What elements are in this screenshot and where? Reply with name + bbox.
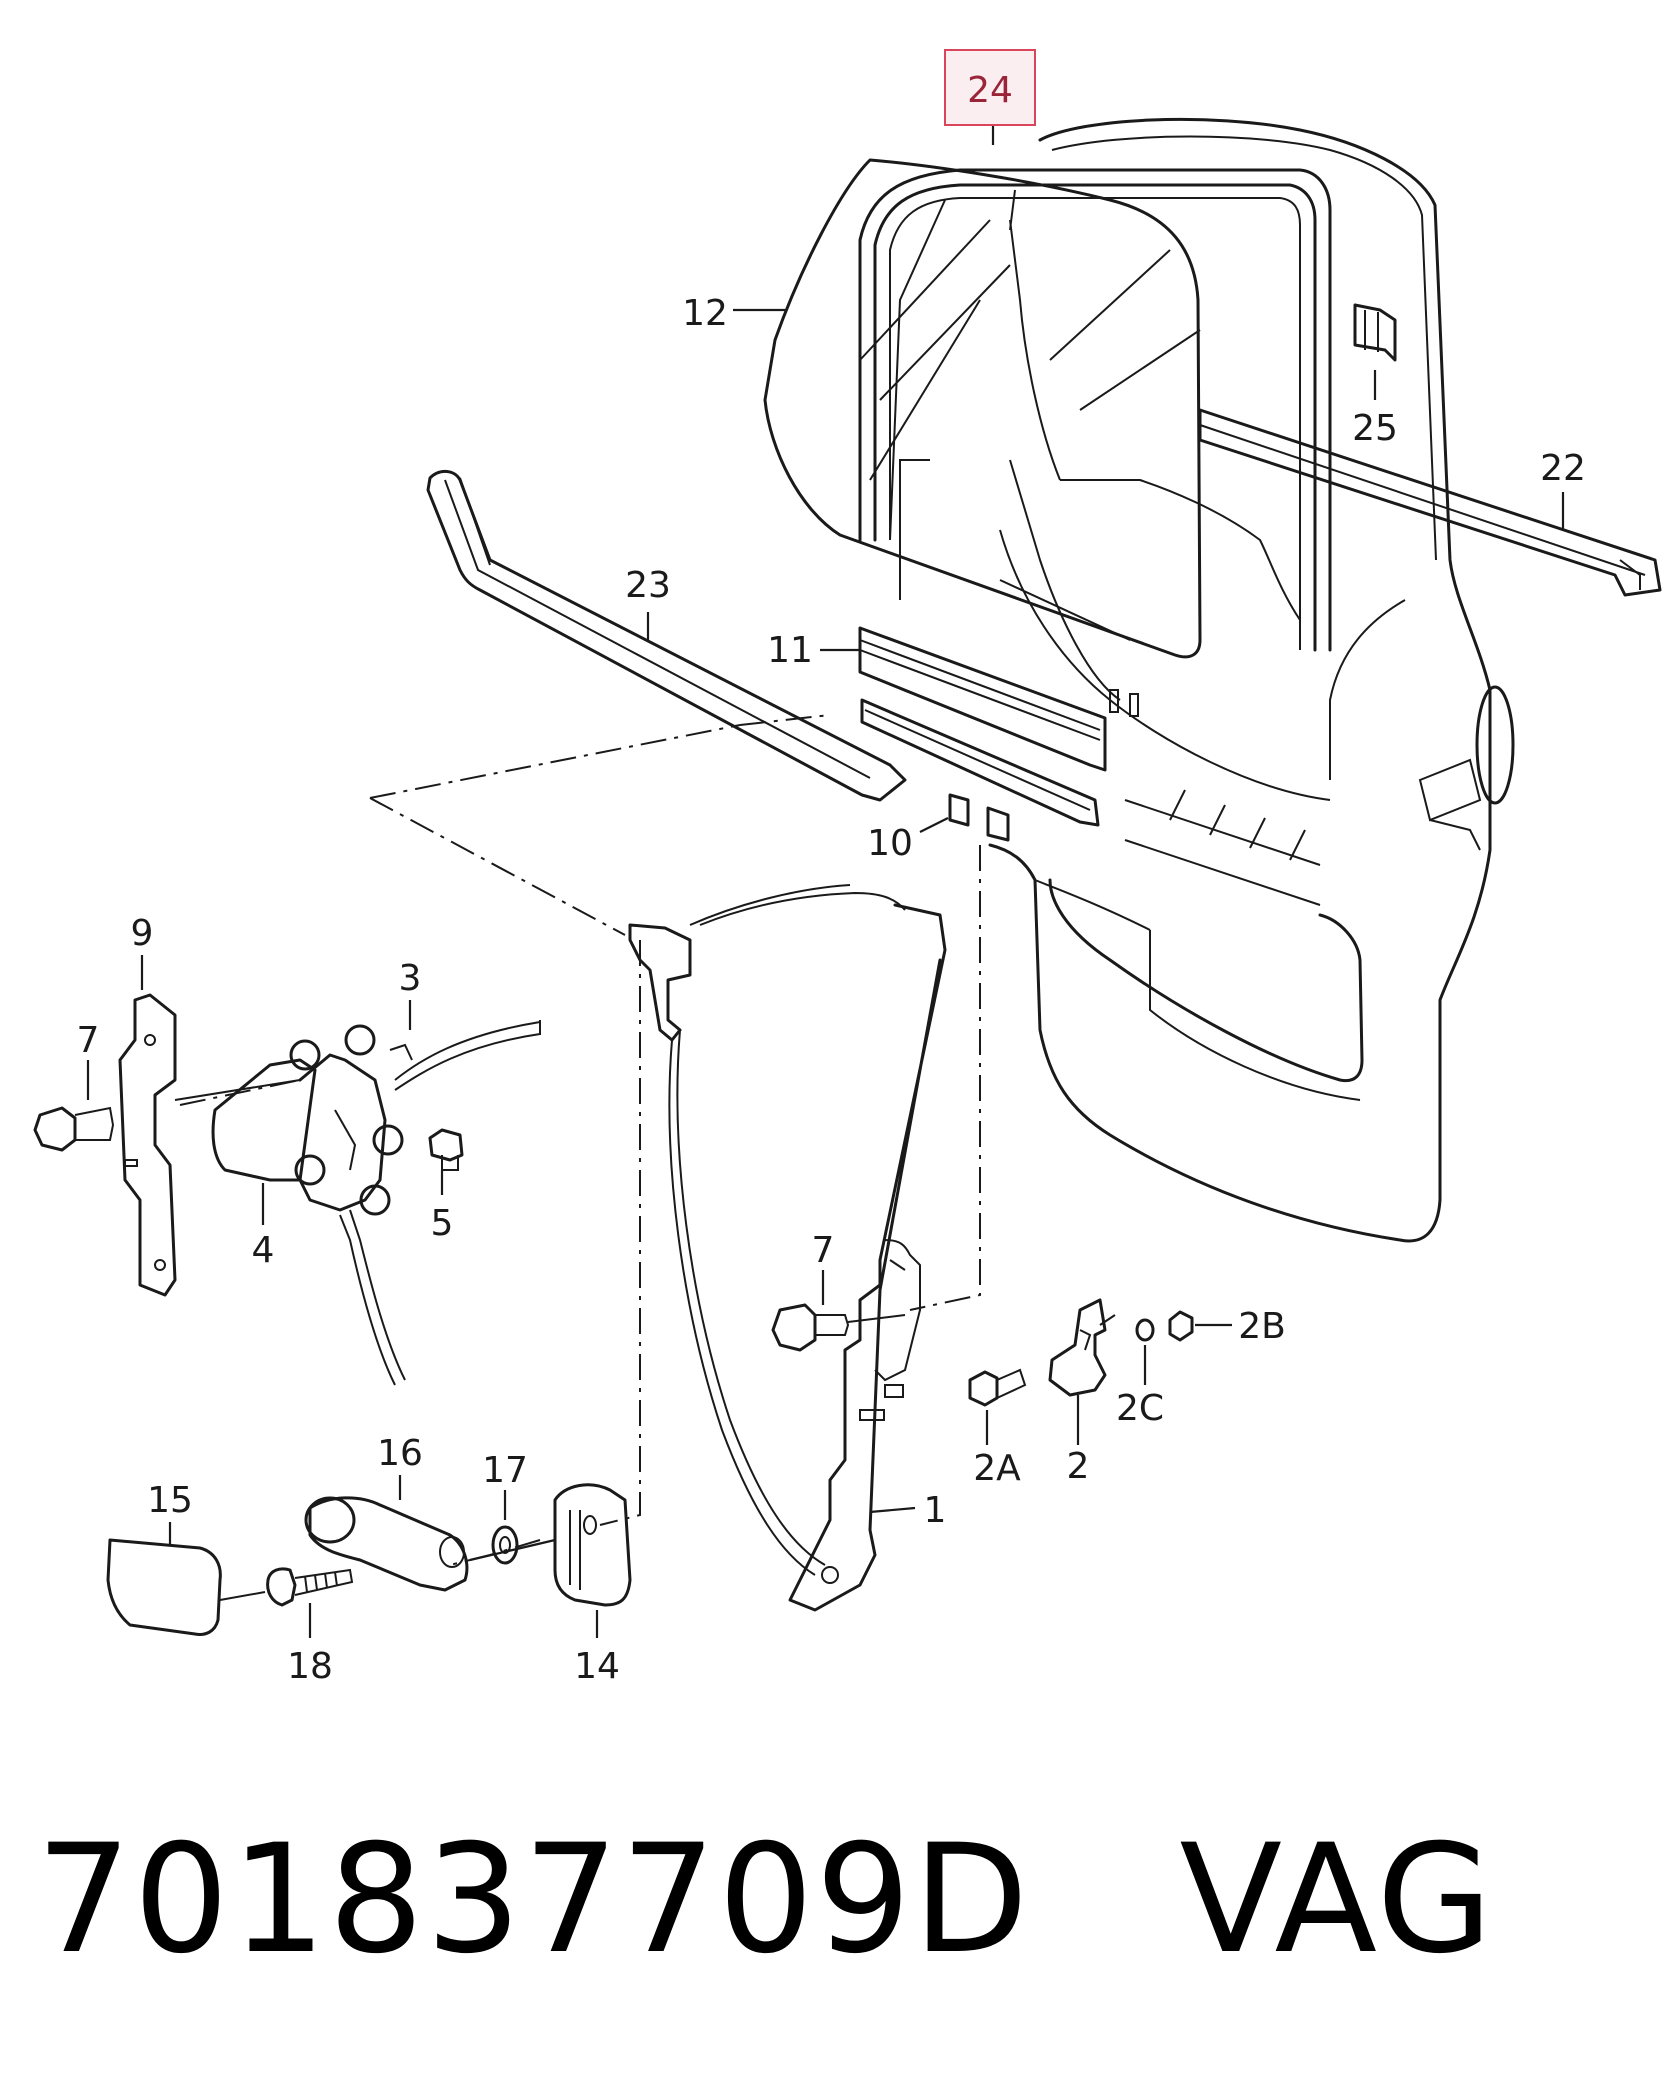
window-channel: [858, 168, 1332, 652]
label-2A: 2A: [973, 1448, 1021, 1489]
part-number-caption: 701837709D VAG: [36, 1825, 1495, 1975]
label-2C: 2C: [1116, 1388, 1164, 1429]
handle-axis-line: [469, 1538, 556, 1562]
washer-2C: [1135, 1318, 1155, 1342]
label-7-right: 7: [812, 1230, 835, 1271]
cover-15: [106, 1538, 266, 1636]
seal-strip-23: [426, 470, 907, 802]
label-10: 10: [867, 823, 913, 864]
label-24: 24: [967, 70, 1013, 111]
bolt-2A: [968, 1368, 1027, 1407]
label-4: 4: [252, 1230, 275, 1271]
bracket-2: [1048, 1298, 1116, 1397]
rail-22: [1198, 408, 1662, 597]
strip-11: [858, 626, 1107, 772]
brand-name: VAG: [1179, 1813, 1495, 1987]
bolt-5: [428, 1128, 464, 1171]
highlight-box-24: [944, 49, 1036, 126]
label-12: 12: [682, 293, 728, 334]
label-2B: 2B: [1238, 1306, 1286, 1347]
label-11: 11: [767, 630, 813, 671]
leader-lines: [86, 122, 1565, 1638]
label-1: 1: [924, 1490, 947, 1531]
label-2: 2: [1067, 1446, 1090, 1487]
nut-2B: [1168, 1310, 1194, 1342]
label-18: 18: [287, 1646, 333, 1687]
door-shell: [988, 117, 1515, 1243]
assembly-lines: [179, 714, 981, 1566]
label-9: 9: [131, 913, 154, 954]
label-15: 15: [147, 1480, 193, 1521]
strip-lower: [860, 698, 1100, 827]
spacer-17: [491, 1525, 519, 1565]
motor-4: [174, 1020, 541, 1386]
window-glass: [763, 158, 1202, 659]
label-23: 23: [625, 565, 671, 606]
bracket-9: [118, 993, 177, 1297]
parts-diagram: 24 12 25 22 23 11 10 9 3 7 4 5 7 2B 2A 2…: [33, 49, 1662, 1687]
bolt-7-left: [33, 1106, 115, 1152]
label-16: 16: [377, 1433, 423, 1474]
label-25: 25: [1352, 408, 1398, 449]
label-3: 3: [399, 958, 422, 999]
label-5: 5: [431, 1203, 454, 1244]
label-14: 14: [574, 1646, 620, 1687]
clip-25: [1353, 303, 1397, 362]
label-22: 22: [1540, 448, 1586, 489]
bolt-7-right: [771, 1303, 906, 1352]
window-regulator-1: [628, 884, 947, 1612]
screw-18: [266, 1567, 354, 1607]
clips-10: [948, 793, 1010, 842]
label-7-left: 7: [77, 1020, 100, 1061]
bezel-14: [553, 1483, 632, 1607]
handle-16: [304, 1496, 469, 1592]
part-number: 701837709D: [36, 1813, 1031, 1987]
label-17: 17: [482, 1450, 528, 1491]
